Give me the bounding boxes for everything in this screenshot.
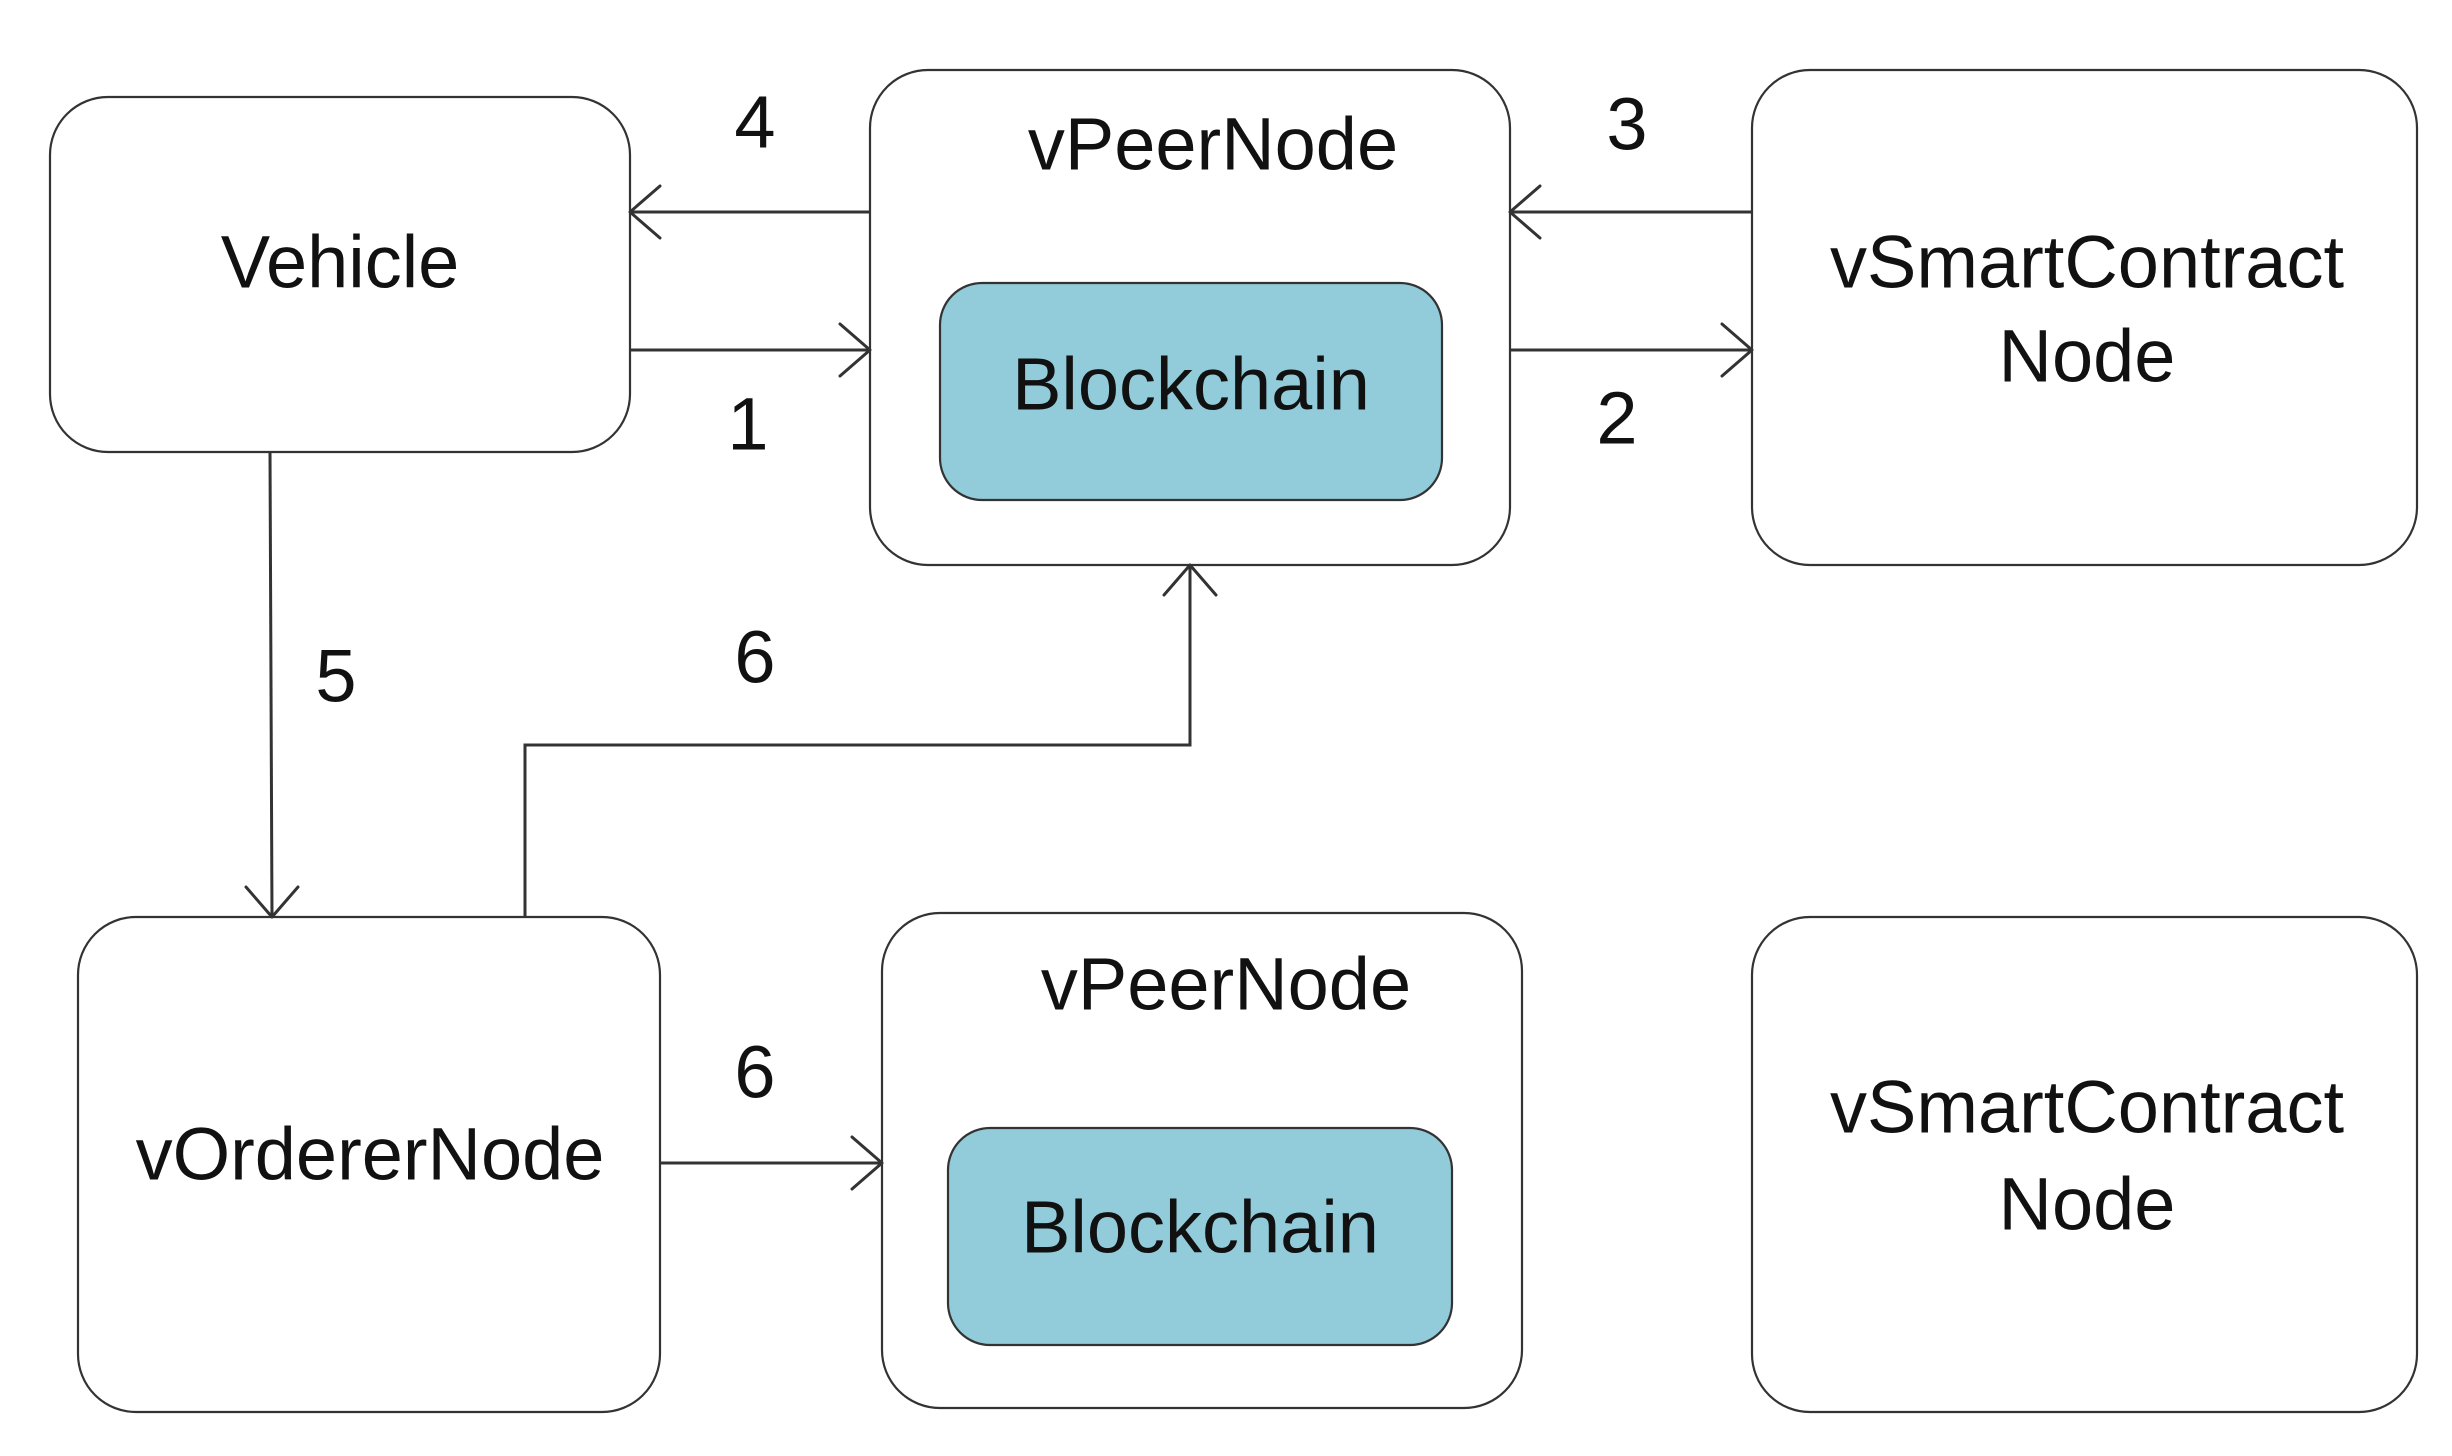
peer-node-bottom: vPeerNode Blockchain [880,911,1524,1410]
blockchain-bottom-label: Blockchain [1021,1186,1379,1269]
blockchain-top-box [938,281,1444,502]
orderer-node: vOrdererNode [76,915,662,1414]
smart-contract-top-line2: Node [1999,315,2176,398]
edge-3-label: 3 [1606,83,1647,166]
smart-contract-bottom-line2: Node [1999,1163,2176,1246]
peer-node-bottom-label: vPeerNode [1041,943,1411,1026]
edge-6b-label: 6 [734,1031,775,1114]
smart-contract-node-top: vSmartContract Node [1750,68,2419,567]
edge-5-label: 5 [315,635,356,718]
edge-2-arrow [1510,322,1754,378]
edge-6a-arrow [523,563,1218,917]
smart-contract-node-bottom: vSmartContract Node [1750,915,2419,1414]
edge-1-arrow [630,322,872,378]
blockchain-top: Blockchain [938,281,1444,502]
edge-3-arrow [1508,184,1752,240]
vehicle-label: Vehicle [221,221,460,304]
orderer-node-label: vOrdererNode [136,1113,605,1196]
blockchain-bottom-box [946,1126,1454,1347]
peer-node-top-label: vPeerNode [1028,103,1398,186]
blockchain-top-label: Blockchain [1012,343,1370,426]
edge-4-arrow [628,184,870,240]
edge-6b-arrow [660,1135,884,1191]
edge-5-arrow [244,451,300,919]
smart-contract-top-line1: vSmartContract [1830,221,2344,304]
smart-contract-bottom-line1: vSmartContract [1830,1066,2344,1149]
blockchain-bottom: Blockchain [946,1126,1454,1347]
edge-6a-label: 6 [734,616,775,699]
edge-4-label: 4 [734,81,775,164]
edge-1-label: 1 [727,383,768,466]
edge-2-label: 2 [1596,377,1637,460]
peer-node-top: vPeerNode Blockchain [868,68,1512,567]
vehicle-node: Vehicle [48,95,632,454]
